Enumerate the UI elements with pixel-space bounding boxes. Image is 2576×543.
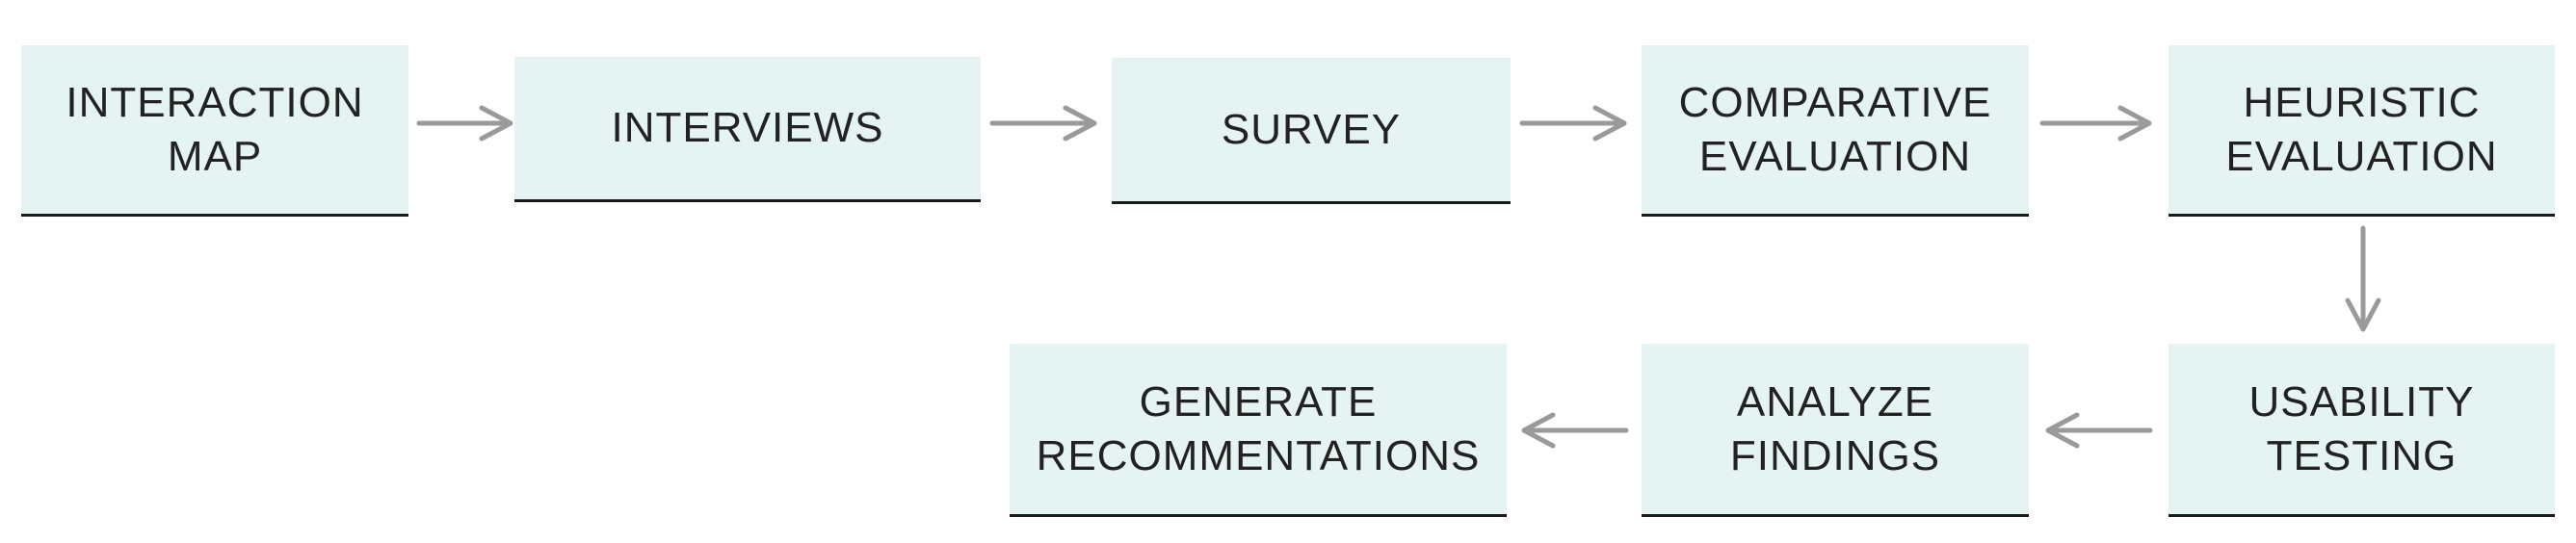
arrow-right-icon	[989, 105, 1097, 142]
arrow-right-icon	[416, 105, 513, 142]
step-interaction-map: INTERACTION MAP	[21, 45, 408, 217]
step-label: ANALYZE FINDINGS	[1729, 377, 1941, 479]
arrow-right-icon	[2039, 105, 2152, 142]
step-heuristic-evaluation: HEURISTIC EVALUATION	[2169, 45, 2555, 217]
step-comparative-evaluation: COMPARATIVE EVALUATION	[1642, 45, 2029, 217]
step-label: SURVEY	[1221, 105, 1402, 153]
arrow-left-icon	[1521, 412, 1629, 449]
step-label: HEURISTIC EVALUATION	[2225, 78, 2498, 180]
step-interviews: INTERVIEWS	[514, 57, 981, 202]
arrow-right-icon	[1519, 105, 1627, 142]
step-label: INTERACTION MAP	[66, 78, 364, 180]
step-label: INTERVIEWS	[611, 104, 884, 151]
step-analyze-findings: ANALYZE FINDINGS	[1642, 344, 2029, 517]
step-usability-testing: USABILITY TESTING	[2169, 344, 2555, 517]
step-label: USABILITY TESTING	[2248, 377, 2475, 479]
step-generate-recommendations: GENERATE RECOMMENTATIONS	[1010, 344, 1507, 517]
step-label: GENERATE RECOMMENTATIONS	[1036, 377, 1481, 479]
step-label: COMPARATIVE EVALUATION	[1678, 78, 1992, 180]
arrow-down-icon	[2345, 225, 2381, 332]
arrow-left-icon	[2045, 412, 2153, 449]
step-survey: SURVEY	[1112, 58, 1511, 204]
